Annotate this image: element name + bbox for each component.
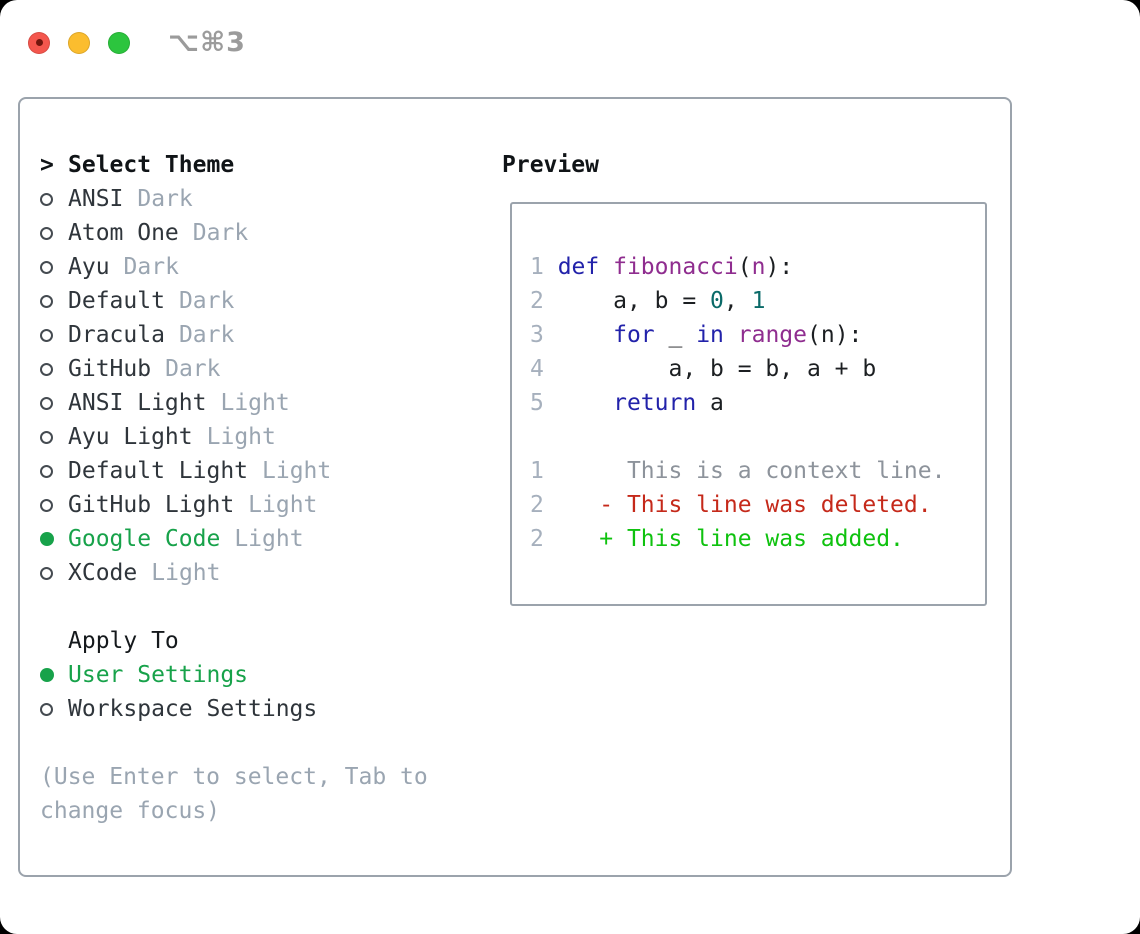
theme-option[interactable]: GitHub Light Light [40,488,428,522]
option-label: XCode [68,560,138,586]
theme-variant-label: Dark [178,288,235,314]
apply-to-title: Apply To [68,628,179,654]
apply-to-header: Apply To [40,624,428,658]
preview-code-line: 1 def fibonacci(n): [530,254,794,280]
preview-code-line: 2 a, b = 0, 1 [530,288,766,314]
preview-header: Preview [502,148,599,182]
theme-option[interactable]: Default Light Light [40,454,428,488]
radio-icon [40,498,53,512]
preview-code-line: 1 This is a context line. [530,458,946,484]
radio-selected-icon [40,668,54,682]
preview-code-line: 5 return a [530,390,724,416]
theme-option[interactable]: ANSI Light Light [40,386,428,420]
option-label: GitHub [68,356,152,382]
option-label: GitHub Light [68,492,235,518]
option-label: Default Light [68,458,249,484]
option-label: User Settings [68,662,249,688]
radio-selected-icon [40,532,54,546]
theme-variant-label: Light [220,390,290,416]
hint-text: (Use Enter to select, Tab to change focu… [40,764,428,824]
radio-icon [40,702,53,716]
line-number: 1 [530,254,558,280]
line-number: 4 [530,356,558,382]
preview-code-line [530,420,985,454]
preview-code-line: 3 for _ in range(n): [530,322,863,348]
theme-option[interactable]: Dracula Dark [40,318,428,352]
theme-option[interactable]: Atom One Dark [40,216,428,250]
line-number: 2 [530,492,558,518]
focus-caret-icon: > [40,152,54,178]
option-label: ANSI Light [68,390,207,416]
preview-code-line: 4 a, b = b, a + b [530,356,877,382]
close-dot-icon [35,39,43,46]
theme-option[interactable]: ANSI Dark [40,182,428,216]
theme-variant-label: Dark [123,254,179,280]
close-button[interactable] [28,31,50,54]
select-theme-title: Select Theme [68,152,235,178]
radio-icon [40,226,53,240]
radio-icon [40,192,53,206]
theme-variant-label: Dark [192,220,249,246]
window-shortcut-label: ⌥⌘3 [168,27,246,58]
theme-variant-label: Light [248,492,318,518]
radio-icon [40,396,53,410]
radio-icon [40,464,53,478]
theme-variant-label: Dark [178,322,235,348]
option-label: Ayu Light [68,424,193,450]
apply-to-option[interactable]: User Settings [40,658,428,692]
preview-code-line: 2 - This line was deleted. [530,492,932,518]
option-label: ANSI [68,186,124,212]
theme-option[interactable]: Google Code Light [40,522,428,556]
preview-code-line: 2 + This line was added. [530,526,904,552]
option-label: Google Code [68,526,221,552]
option-label: Atom One [68,220,179,246]
preview-box: 1 def fibonacci(n): 2 a, b = 0, 1 3 for _ … [510,202,987,606]
radio-icon [40,362,53,376]
theme-option[interactable]: Default Dark [40,284,428,318]
line-number [530,424,558,450]
line-number: 1 [530,458,558,484]
theme-variant-label: Light [234,526,304,552]
titlebar: ⌥⌘3 [28,27,246,58]
theme-option[interactable]: XCode Light [40,556,428,590]
radio-icon [40,430,53,444]
theme-variant-label: Dark [165,356,221,382]
line-number: 2 [530,288,558,314]
theme-variant-label: Light [151,560,221,586]
zoom-button[interactable] [108,31,130,54]
option-label: Ayu [68,254,110,280]
radio-icon [40,294,53,308]
radio-icon [40,260,53,274]
line-number: 3 [530,322,558,348]
line-number: 2 [530,526,558,552]
option-label: Default [68,288,165,314]
theme-variant-label: Dark [137,186,193,212]
radio-icon [40,328,53,342]
preview-title: Preview [502,152,599,178]
preview-code: 1 def fibonacci(n): 2 a, b = 0, 1 3 for _ … [530,250,985,556]
apply-to-option[interactable]: Workspace Settings [40,692,428,726]
option-label: Dracula [68,322,165,348]
minimize-button[interactable] [68,31,90,54]
theme-option[interactable]: Ayu Light Light [40,420,428,454]
option-label: Workspace Settings [68,696,318,722]
theme-option[interactable]: GitHub Dark [40,352,428,386]
theme-variant-label: Light [206,424,276,450]
select-theme-header: > Select Theme [40,148,428,182]
theme-variant-label: Light [262,458,332,484]
theme-option[interactable]: Ayu Dark [40,250,428,284]
line-number: 5 [530,390,558,416]
radio-icon [40,566,53,580]
